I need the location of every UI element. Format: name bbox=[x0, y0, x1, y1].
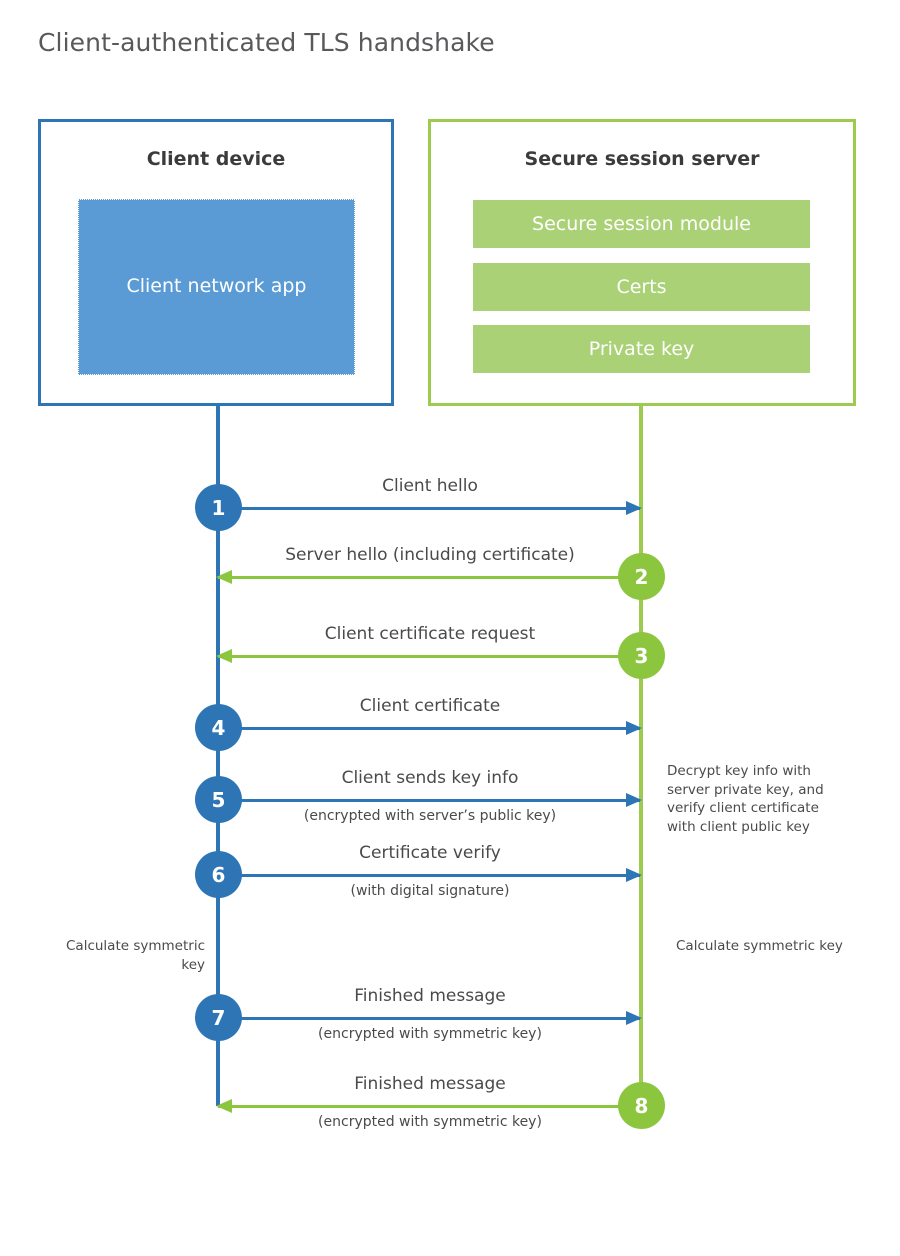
step-circle-7: 7 bbox=[195, 994, 242, 1041]
client-device-title: Client device bbox=[146, 148, 286, 170]
note-server-calculate-symmetric-key: Calculate symmetric key bbox=[676, 938, 843, 954]
page-title: Client-authenticated TLS handshake bbox=[38, 28, 495, 57]
step-circle-4: 4 bbox=[195, 704, 242, 751]
arrow-line-8 bbox=[218, 1105, 642, 1108]
arrow-head-7 bbox=[626, 1011, 642, 1025]
step-circle-6: 6 bbox=[195, 851, 242, 898]
client-network-app-block: Client network app bbox=[78, 199, 355, 375]
arrow-line-5 bbox=[218, 799, 640, 802]
message-sublabel-5: (encrypted with server’s public key) bbox=[303, 808, 557, 824]
arrow-head-8 bbox=[216, 1099, 232, 1113]
arrow-head-5 bbox=[626, 793, 642, 807]
server-lifeline bbox=[639, 404, 643, 1106]
server-component-private-key: Private key bbox=[473, 325, 810, 373]
message-label-2: Server hello (including certificate) bbox=[285, 545, 575, 565]
arrow-line-3 bbox=[218, 655, 642, 658]
arrow-head-3 bbox=[216, 649, 232, 663]
message-label-8: Finished message bbox=[354, 1074, 506, 1094]
message-sublabel-6: (with digital signature) bbox=[350, 883, 510, 899]
arrow-line-7 bbox=[218, 1017, 640, 1020]
client-lifeline bbox=[216, 404, 220, 1106]
message-label-1: Client hello bbox=[382, 476, 478, 496]
server-component-secure-session-module: Secure session module bbox=[473, 200, 810, 248]
message-label-7: Finished message bbox=[354, 986, 506, 1006]
secure-session-server-title: Secure session server bbox=[524, 148, 760, 170]
secure-session-server-box: Secure session server Secure session mod… bbox=[428, 119, 856, 406]
message-sublabel-7: (encrypted with symmetric key) bbox=[318, 1026, 542, 1042]
arrow-head-6 bbox=[626, 868, 642, 882]
step-circle-5: 5 bbox=[195, 776, 242, 823]
arrow-head-1 bbox=[626, 501, 642, 515]
client-device-box: Client device Client network app bbox=[38, 119, 394, 406]
arrow-line-2 bbox=[218, 576, 642, 579]
arrow-line-1 bbox=[218, 507, 640, 510]
message-label-5: Client sends key info bbox=[341, 768, 519, 788]
arrow-line-6 bbox=[218, 874, 640, 877]
server-component-certs: Certs bbox=[473, 263, 810, 311]
note-client-calculate-symmetric-key: Calculate symmetric key bbox=[66, 938, 205, 973]
message-label-3: Client certificate request bbox=[324, 624, 536, 644]
step-circle-3: 3 bbox=[618, 632, 665, 679]
arrow-head-2 bbox=[216, 570, 232, 584]
message-label-4: Client certificate bbox=[359, 696, 501, 716]
arrow-head-4 bbox=[626, 721, 642, 735]
arrow-line-4 bbox=[218, 727, 640, 730]
step-circle-1: 1 bbox=[195, 484, 242, 531]
message-sublabel-8: (encrypted with symmetric key) bbox=[318, 1114, 542, 1130]
note-decrypt-key-info: Decrypt key info with server private key… bbox=[667, 763, 824, 835]
step-circle-8: 8 bbox=[618, 1082, 665, 1129]
message-label-6: Certificate verify bbox=[359, 843, 501, 863]
step-circle-2: 2 bbox=[618, 553, 665, 600]
